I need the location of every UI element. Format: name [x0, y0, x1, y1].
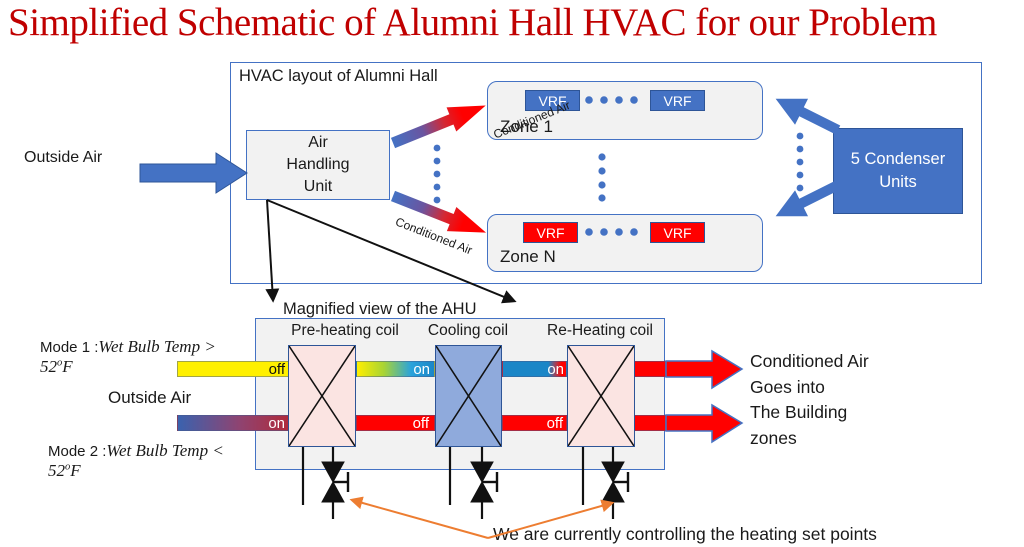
output-text: Conditioned Air Goes into The Building z…	[750, 349, 869, 451]
reheating-coil	[567, 345, 635, 447]
annotation-arrow-left	[349, 496, 489, 539]
coil-x-icon	[289, 346, 355, 446]
output-line-4: zones	[750, 427, 797, 448]
zone1-label: Zone 1	[500, 117, 553, 136]
magnified-view-label: Magnified view of the AHU	[283, 300, 477, 318]
mode1-temp: 52	[40, 357, 57, 376]
ahu-text: Air Handling Unit	[246, 130, 390, 200]
mode2-label: Mode 2 :Wet Bulb Temp <	[48, 441, 224, 461]
mode2-duct-mid2: off	[502, 415, 567, 431]
mode1-label: Mode 1 :Wet Bulb Temp >	[40, 337, 216, 357]
condenser-box: 5 Condenser Units	[833, 128, 963, 214]
mode1-prefix: Mode 1 :	[40, 339, 99, 356]
mode2-prefix: Mode 2 :	[48, 443, 107, 460]
mode2-unit: F	[70, 461, 81, 480]
zoneN-vrf-left: VRF	[523, 222, 578, 243]
outside-air-label-top: Outside Air	[24, 149, 103, 166]
mode2-state-preheat: on	[268, 414, 285, 432]
mode1-condition: Wet Bulb Temp >	[98, 337, 216, 356]
mode1-state-cooling: on	[413, 360, 430, 378]
mode2-state-reheat: off	[546, 414, 563, 432]
zoneN-label: Zone N	[500, 247, 556, 266]
zone1-vrf-right: VRF	[650, 90, 705, 111]
coil-x-icon	[436, 346, 501, 446]
conditioned-air-arrow-top	[665, 349, 744, 390]
mode1-unit: F	[62, 357, 73, 376]
mode1-state-preheat: off	[268, 360, 285, 378]
output-line-3: The Building	[750, 402, 848, 422]
condenser-line-2: Units	[879, 173, 917, 191]
mode2-duct-outlet	[634, 415, 666, 431]
preheating-coil	[288, 345, 356, 447]
page-title: Simplified Schematic of Alumni Hall HVAC…	[8, 1, 937, 44]
cooling-coil	[435, 345, 502, 447]
mode1-duct-mid2: on	[502, 361, 567, 377]
mode2-duct-inlet: on	[177, 415, 289, 431]
mode1-duct-inlet: off	[177, 361, 289, 377]
mode2-condition: Wet Bulb Temp <	[106, 441, 224, 460]
zoneN-vrf-right: VRF	[650, 222, 705, 243]
output-line-2: Goes into	[750, 376, 825, 397]
outside-air-label-bottom: Outside Air	[108, 388, 192, 407]
ahu-box	[246, 130, 390, 200]
mode2-state-cooling: off	[412, 414, 429, 432]
annotation-text: We are currently controlling the heating…	[493, 524, 877, 544]
output-line-1: Conditioned Air	[750, 351, 869, 371]
mode1-degree: o	[57, 357, 63, 369]
mode2-setpoint: 52oF	[48, 461, 81, 481]
mode1-setpoint: 52oF	[40, 357, 73, 377]
mode2-degree: o	[65, 461, 71, 473]
ahu-line-3: Unit	[303, 178, 333, 195]
mode2-temp: 52	[48, 461, 65, 480]
hvac-layout-label: HVAC layout of Alumni Hall	[239, 67, 438, 85]
reheating-coil-label: Re-Heating coil	[547, 322, 653, 339]
mode1-duct-outlet	[634, 361, 666, 377]
preheating-coil-label: Pre-heating coil	[291, 322, 399, 339]
mode1-duct-mid1: on	[356, 361, 435, 377]
cooling-coil-label: Cooling coil	[427, 322, 509, 339]
ahu-line-1: Air	[308, 134, 328, 151]
zone1-vrf-left: VRF	[525, 90, 580, 111]
conditioned-air-arrow-bottom	[665, 403, 744, 444]
coil-x-icon	[568, 346, 634, 446]
condenser-line-1: 5 Condenser	[850, 150, 946, 168]
ahu-line-2: Handling	[286, 156, 350, 173]
mode1-state-reheat: on	[547, 360, 564, 378]
mode2-duct-mid1: off	[356, 415, 435, 431]
